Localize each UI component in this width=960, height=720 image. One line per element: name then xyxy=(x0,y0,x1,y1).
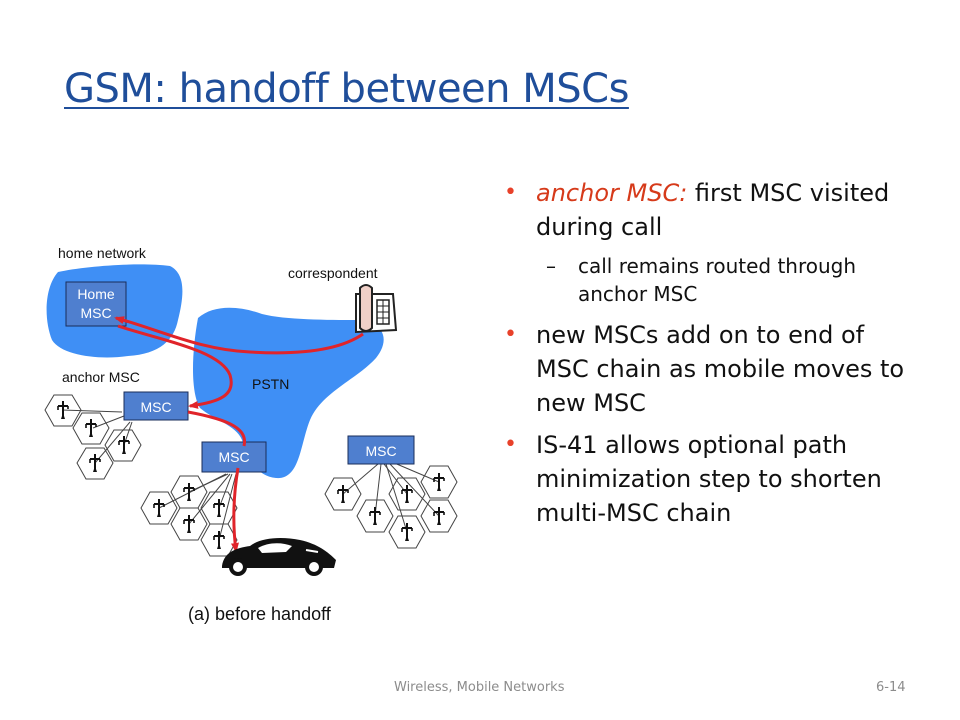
call-route-msc-to-car xyxy=(231,467,240,553)
sub-bullet-text: call remains routed through anchor MSC xyxy=(578,254,857,306)
bullet-dot: • xyxy=(504,432,517,457)
anchor-msc-box-label: MSC xyxy=(140,399,171,415)
home-msc-label-line1: Home xyxy=(77,286,115,302)
bullet-item: • IS-41 allows optional path minimizatio… xyxy=(500,428,920,530)
msc-middle-label: MSC xyxy=(218,449,249,465)
slide-title: GSM: handoff between MSCs xyxy=(64,66,629,112)
pstn-label: PSTN xyxy=(252,376,289,392)
bullet-item: • anchor MSC: first MSC visited during c… xyxy=(500,176,920,244)
call-route-anchor-to-msc xyxy=(187,410,247,447)
bullet-dot: • xyxy=(504,180,517,205)
diagram-caption: (a) before handoff xyxy=(188,604,332,624)
home-msc-label-line2: MSC xyxy=(80,305,111,321)
car-icon xyxy=(222,538,336,576)
call-route-to-home-msc xyxy=(114,316,364,355)
call-route-home-to-anchor xyxy=(117,324,233,409)
bullet-item: • new MSCs add on to end of MSC chain as… xyxy=(500,318,920,420)
msc-right-label: MSC xyxy=(365,443,396,459)
sub-bullet-item: – call remains routed through anchor MSC xyxy=(500,252,920,308)
bullet-emphasis: anchor MSC: xyxy=(536,179,688,207)
msc-box-middle xyxy=(201,441,267,473)
bullet-text: IS-41 allows optional path minimization … xyxy=(536,431,882,527)
bullet-text: new MSCs add on to end of MSC chain as m… xyxy=(536,321,905,417)
msc-box-right xyxy=(347,435,415,465)
sub-bullet-dash: – xyxy=(546,254,556,278)
middle-cell-links xyxy=(158,473,237,541)
telephone-icon xyxy=(355,284,398,334)
home-network-label: home network xyxy=(58,245,147,261)
bullet-text: first MSC visited during call xyxy=(536,179,890,241)
anchor-msc-label: anchor MSC xyxy=(62,369,140,385)
footer-page-number: 6-14 xyxy=(876,680,906,695)
bullet-dot: • xyxy=(504,322,517,347)
bullet-list: • anchor MSC: first MSC visited during c… xyxy=(500,176,920,538)
footer-left: Wireless, Mobile Networks xyxy=(394,680,565,695)
correspondent-label: correspondent xyxy=(288,265,378,281)
anchor-msc-box xyxy=(123,391,189,421)
